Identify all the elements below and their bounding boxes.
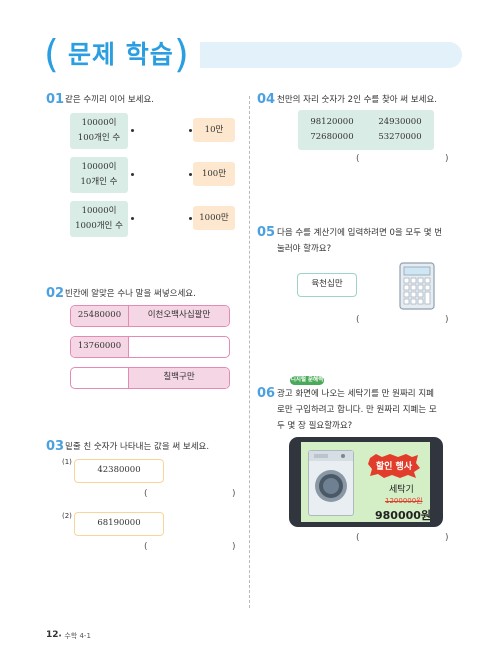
- q6-text-line3: 두 몇 장 필요할까요?: [277, 421, 353, 431]
- q2-word-input[interactable]: [129, 337, 229, 357]
- q2-row: 13760000: [70, 336, 230, 358]
- q3-answer-close[interactable]: ): [232, 542, 236, 552]
- product-name: 세탁기: [389, 485, 414, 495]
- q6-answer-close[interactable]: ): [445, 533, 449, 543]
- sale-burst: [368, 454, 420, 478]
- page-number: 12: [46, 630, 59, 640]
- q4-answer-open[interactable]: (: [356, 154, 360, 164]
- q1-right-dot[interactable]: [189, 129, 192, 132]
- q5-answer-open[interactable]: (: [356, 315, 360, 325]
- q6-text-line2: 로만 구입하려고 합니다. 만 원짜리 지폐는 모: [277, 405, 437, 415]
- q2-text: 빈칸에 알맞은 수나 말을 써넣으세요.: [65, 289, 196, 299]
- q5-text-line1: 다음 수를 계산기에 입력하려면 0을 모두 몇 번: [277, 228, 443, 238]
- q2-word-cell: 칠백구만: [129, 368, 229, 388]
- column-divider: [249, 96, 250, 608]
- header-bar: [200, 42, 462, 68]
- q2-row: 칠백구만: [70, 367, 230, 389]
- q3-value-box: 42380000: [74, 459, 164, 483]
- sale-text: 할인 행사: [375, 462, 413, 472]
- q5-answer-close[interactable]: ): [445, 315, 449, 325]
- q5-text-line2: 눌러야 할까요?: [277, 244, 332, 254]
- q3-item-label: (1): [62, 458, 72, 466]
- q4-number-item: 24930000: [378, 117, 422, 127]
- q4-text: 천만의 자리 숫자가 2인 수를 찾아 써 보세요.: [277, 95, 437, 105]
- q4-number-box: 98120000 24930000 72680000 53270000: [298, 110, 434, 150]
- q1-right-item[interactable]: 1000만: [193, 206, 235, 230]
- q2-number-cell: 13760000: [71, 337, 129, 357]
- footer-subject: • 수학 4-1: [58, 632, 91, 640]
- q5-number: 05: [257, 225, 276, 240]
- q1-right-item[interactable]: 10만: [193, 118, 235, 142]
- left-brace-icon: (: [44, 32, 59, 76]
- washing-machine-icon: [308, 450, 354, 516]
- q3-number: 03: [46, 439, 65, 454]
- q3-answer-open[interactable]: (: [144, 542, 148, 552]
- old-price: 1200000원: [385, 497, 423, 505]
- q2-number: 02: [46, 286, 65, 301]
- q4-number-item: 72680000: [310, 132, 354, 142]
- q3-item-label: (2): [62, 512, 72, 520]
- q1-left-dot[interactable]: [131, 217, 134, 220]
- q4-number-item: 53270000: [378, 132, 422, 142]
- q6-number: 06: [257, 386, 276, 401]
- right-brace-icon: ): [174, 32, 189, 76]
- q1-right-dot[interactable]: [189, 173, 192, 176]
- page-title: 문제 학습: [68, 40, 174, 69]
- q2-word-cell: 이천오백사십팔만: [129, 306, 229, 326]
- digital-literacy-badge: 디지털 문해력: [290, 376, 324, 385]
- q4-answer-close[interactable]: ): [445, 154, 449, 164]
- q1-left-dot[interactable]: [131, 129, 134, 132]
- q3-answer-close[interactable]: ): [232, 489, 236, 499]
- calculator-icon: [399, 262, 435, 310]
- q4-number-item: 98120000: [310, 117, 354, 127]
- q4-number: 04: [257, 92, 276, 107]
- q1-number: 01: [46, 92, 65, 107]
- new-price: 980000원: [375, 509, 432, 522]
- q1-text: 같은 수끼리 이어 보세요.: [65, 95, 155, 105]
- q2-number-input[interactable]: [71, 368, 129, 388]
- q2-number-cell: 25480000: [71, 306, 129, 326]
- q3-text: 밑줄 친 숫자가 나타내는 값을 써 보세요.: [65, 442, 210, 452]
- q6-answer-open[interactable]: (: [356, 533, 360, 543]
- q1-left-dot[interactable]: [131, 173, 134, 176]
- q3-answer-open[interactable]: (: [144, 489, 148, 499]
- q2-row: 25480000 이천오백사십팔만: [70, 305, 230, 327]
- q1-right-dot[interactable]: [189, 217, 192, 220]
- q5-number-box: 육천십만: [297, 273, 357, 297]
- q1-right-item[interactable]: 100만: [193, 162, 235, 186]
- q6-text-line1: 광고 화면에 나오는 세탁기를 만 원짜리 지폐: [277, 389, 434, 399]
- q3-value-box: 68190000: [74, 512, 164, 536]
- header-pill: [45, 36, 200, 74]
